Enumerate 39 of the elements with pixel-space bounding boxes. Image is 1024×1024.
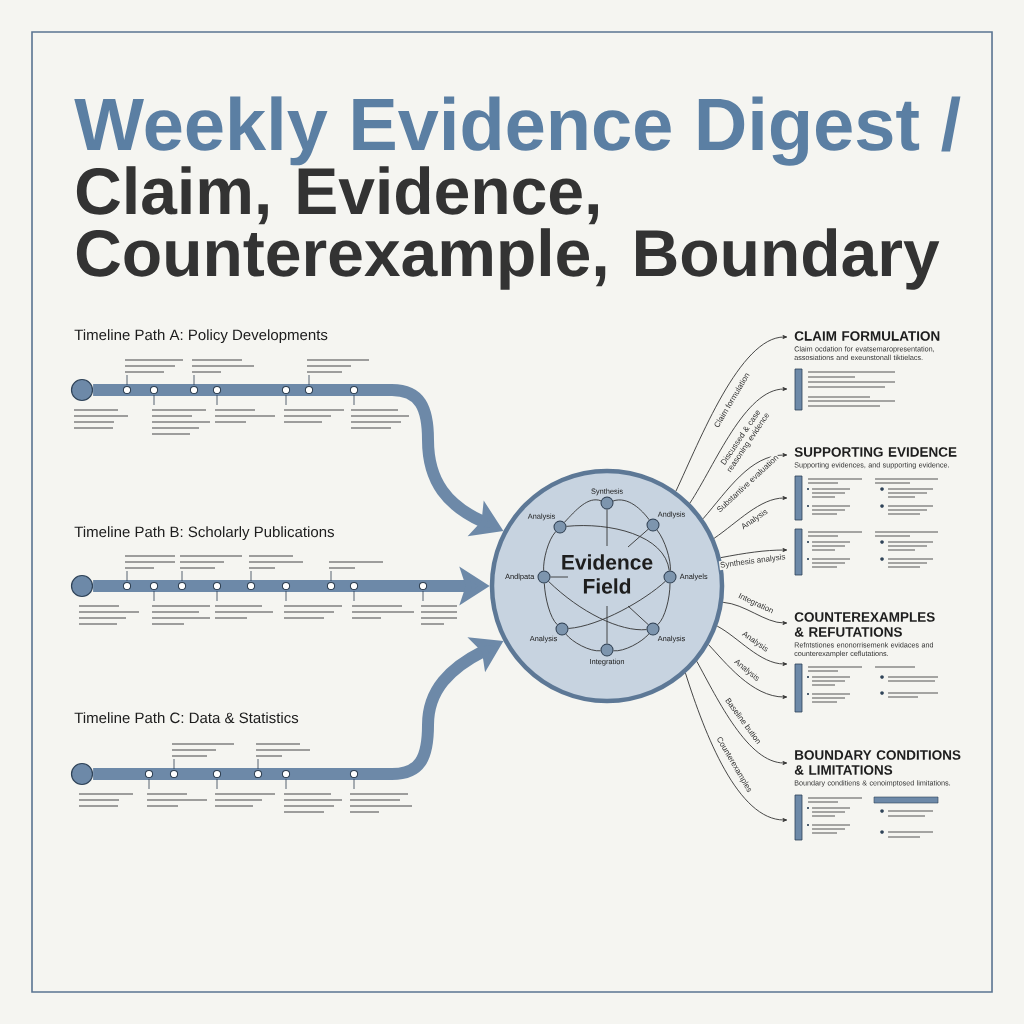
connector-line: [565, 633, 601, 652]
timeline-heading: Timeline Path B: Scholarly Publications: [74, 526, 334, 541]
connector-line: [566, 525, 670, 571]
connector-line: [656, 529, 671, 571]
timeline-heading: Timeline Path A: Policy Developments: [74, 329, 328, 344]
connector-line: [568, 580, 666, 629]
start-dot: [70, 762, 94, 786]
connector-line: [606, 509, 608, 547]
title: Weekly Evidence Digest /: [74, 96, 961, 166]
start-dot: [70, 574, 94, 598]
connector-line: [657, 583, 671, 626]
section-heading: SUPPORTING EVIDENCE: [794, 447, 957, 457]
arrow: [689, 387, 788, 504]
arrow: [713, 496, 788, 539]
connector-line: [543, 531, 557, 571]
connector-line: [627, 528, 649, 548]
subtitle: Claim, Evidence, Counterexample, Boundary: [76, 166, 940, 290]
arrow: [722, 601, 788, 625]
arrow: [716, 625, 788, 666]
edge-label: Synthesis analysis: [718, 552, 787, 571]
arrow: [720, 548, 788, 559]
connector-line: [606, 605, 608, 644]
timeline-heading: Timeline Path C: Data & Statistics: [74, 712, 299, 724]
section-heading: BOUNDARY CONDITIONS & LIMITATIONS: [794, 750, 961, 775]
connector-line: [627, 605, 649, 626]
connector-line: [548, 581, 647, 631]
arrow: [675, 335, 788, 492]
connector-line: [612, 499, 650, 521]
arrow: [696, 660, 788, 765]
connector-line: [613, 633, 650, 652]
arrow: [708, 644, 788, 699]
start-dot: [70, 378, 94, 402]
connector-line: [550, 576, 569, 578]
section-heading: COUNTEREXAMPLES & REFUTATIONS: [794, 612, 935, 637]
connector-line: [543, 583, 558, 626]
connector-line: [564, 499, 602, 523]
arrow: [685, 672, 788, 822]
arrow: [702, 453, 788, 520]
section-heading: CLAIM FORMULATION: [794, 331, 940, 341]
